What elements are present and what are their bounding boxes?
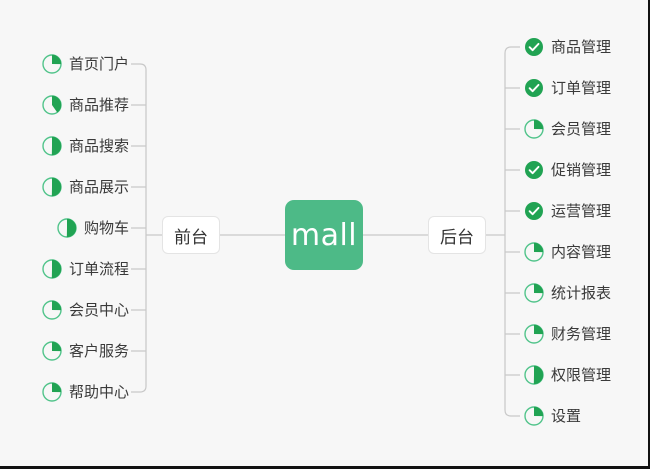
- progress-ring-icon: [524, 283, 544, 303]
- leaf-item[interactable]: 内容管理: [524, 239, 611, 265]
- progress-ring-icon: [524, 406, 544, 426]
- progress-ring-icon: [42, 341, 62, 361]
- leaf-item-label: 客户服务: [68, 342, 129, 360]
- leaf-item-label: 首页门户: [68, 55, 129, 73]
- progress-ring-icon: [42, 136, 62, 156]
- branch-node-frontend-label: 前台: [174, 227, 208, 248]
- leaf-item[interactable]: 运营管理: [524, 198, 611, 224]
- leaf-item[interactable]: 会员中心: [42, 297, 129, 323]
- leaf-item[interactable]: 客户服务: [42, 338, 129, 364]
- leaf-item[interactable]: 首页门户: [42, 51, 129, 77]
- progress-ring-icon: [42, 259, 62, 279]
- progress-ring-icon: [42, 54, 62, 74]
- center-node-mall[interactable]: mall: [285, 200, 363, 270]
- progress-ring-icon: [57, 218, 77, 238]
- leaf-item-label: 帮助中心: [68, 383, 129, 401]
- check-circle-icon: [524, 78, 544, 98]
- progress-ring-icon: [524, 119, 544, 139]
- leaf-item[interactable]: 促销管理: [524, 157, 611, 183]
- leaf-item[interactable]: 商品搜索: [42, 133, 129, 159]
- leaf-item-label: 会员中心: [68, 301, 129, 319]
- leaf-item-label: 订单流程: [68, 260, 129, 278]
- check-circle-icon: [524, 160, 544, 180]
- check-circle-icon: [524, 201, 544, 221]
- branch-node-frontend[interactable]: 前台: [162, 216, 220, 254]
- leaf-item-label: 商品搜索: [68, 137, 129, 155]
- progress-ring-icon: [42, 300, 62, 320]
- progress-ring-icon: [42, 177, 62, 197]
- check-circle-icon: [524, 37, 544, 57]
- leaf-item[interactable]: 商品推荐: [42, 92, 129, 118]
- leaf-item-label: 内容管理: [551, 243, 612, 261]
- leaf-item-label: 权限管理: [551, 366, 612, 384]
- leaf-item-label: 促销管理: [551, 161, 612, 179]
- leaf-item[interactable]: 财务管理: [524, 321, 611, 347]
- leaf-item-label: 商品管理: [551, 38, 612, 56]
- leaf-item[interactable]: 帮助中心: [42, 379, 129, 405]
- leaf-item-label: 会员管理: [551, 120, 612, 138]
- progress-ring-icon: [524, 365, 544, 385]
- progress-ring-icon: [42, 95, 62, 115]
- leaf-item-label: 设置: [551, 407, 582, 425]
- leaf-item[interactable]: 统计报表: [524, 280, 611, 306]
- center-node-label: mall: [290, 217, 358, 253]
- progress-ring-icon: [524, 324, 544, 344]
- connector-line: [504, 46, 512, 417]
- leaf-item[interactable]: 订单管理: [524, 75, 611, 101]
- branch-node-backend[interactable]: 后台: [428, 216, 486, 254]
- progress-ring-icon: [524, 242, 544, 262]
- leaf-item[interactable]: 权限管理: [524, 362, 611, 388]
- leaf-item-label: 统计报表: [551, 284, 612, 302]
- leaf-item-label: 购物车: [83, 219, 129, 237]
- leaf-item[interactable]: 会员管理: [524, 116, 611, 142]
- branch-node-backend-label: 后台: [440, 227, 474, 248]
- leaf-item[interactable]: 购物车: [57, 215, 129, 241]
- leaf-item-label: 财务管理: [551, 325, 612, 343]
- leaf-item[interactable]: 商品管理: [524, 34, 611, 60]
- leaf-item-label: 运营管理: [551, 202, 612, 220]
- leaf-item-label: 商品推荐: [68, 96, 129, 114]
- progress-ring-icon: [42, 382, 62, 402]
- leaf-item[interactable]: 商品展示: [42, 174, 129, 200]
- leaf-item-label: 订单管理: [551, 79, 612, 97]
- leaf-item[interactable]: 订单流程: [42, 256, 129, 282]
- leaf-item-label: 商品展示: [68, 178, 129, 196]
- connector-line: [139, 63, 147, 393]
- leaf-item[interactable]: 设置: [524, 403, 581, 429]
